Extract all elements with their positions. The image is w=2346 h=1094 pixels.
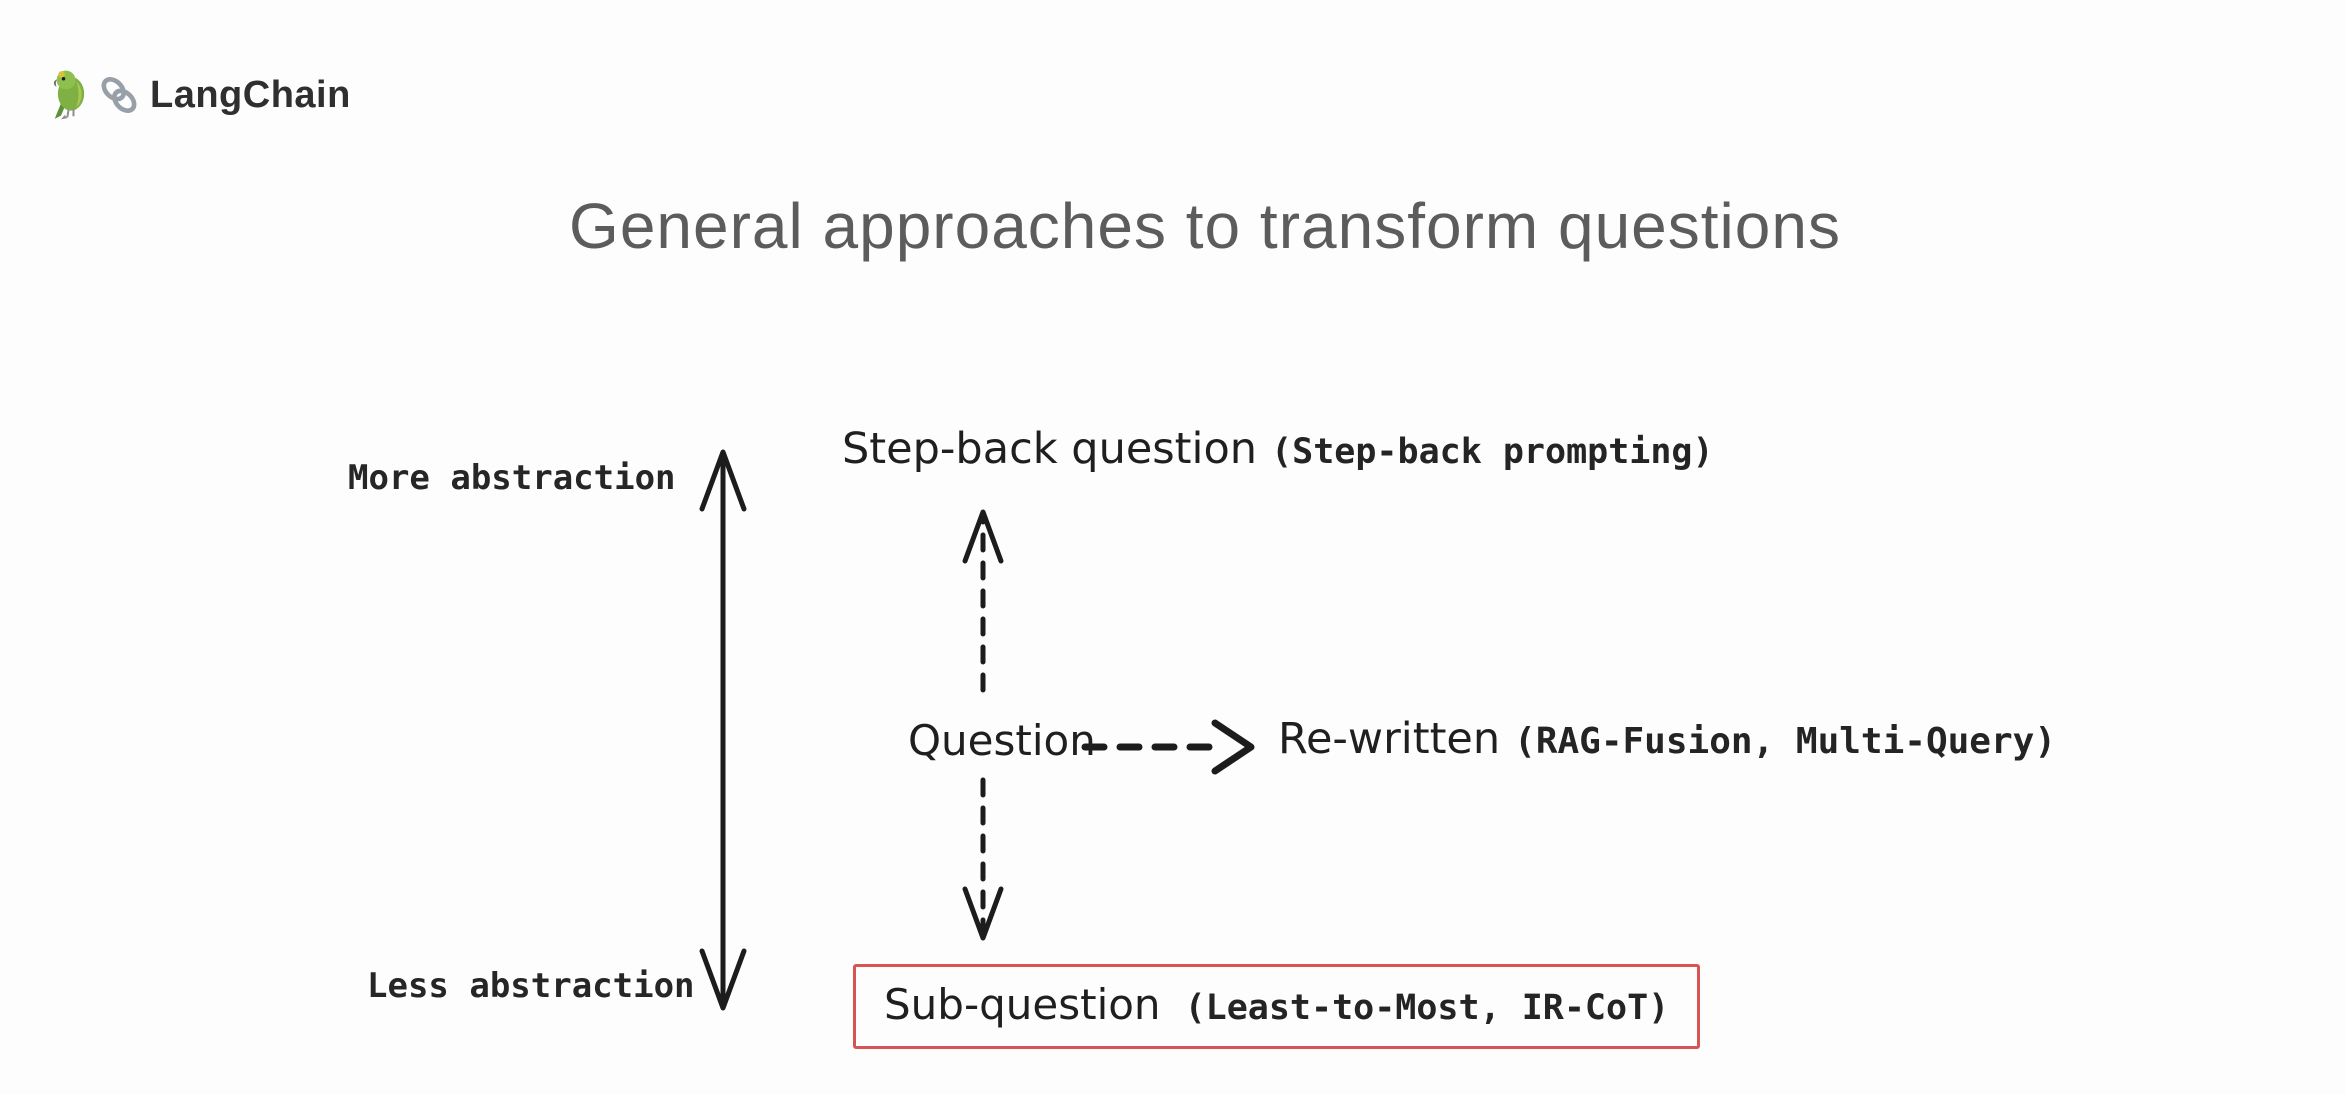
- rewritten-detail: (RAG-Fusion, Multi-Query): [1514, 721, 2056, 762]
- chain-link-icon: [101, 77, 137, 113]
- rewritten-node: Re-written (RAG-Fusion, Multi-Query): [1278, 714, 2056, 764]
- vertical-double-arrow-icon: [699, 449, 747, 1011]
- step-back-question-node: Step-back question (Step-back prompting): [842, 424, 1714, 474]
- step-back-prompting-detail: (Step-back prompting): [1271, 432, 1714, 472]
- page-title: General approaches to transform question…: [569, 189, 1841, 262]
- question-node: Question: [908, 716, 1096, 765]
- parrot-icon: [53, 70, 85, 120]
- step-back-question-label: Step-back question: [842, 424, 1258, 474]
- dashed-arrow-down-icon: [962, 777, 1004, 941]
- less-abstraction-label: Less abstraction: [367, 966, 695, 1006]
- brand-name: LangChain: [150, 73, 351, 116]
- rewritten-label: Re-written: [1278, 714, 1501, 764]
- question-label: Question: [908, 716, 1096, 765]
- more-abstraction-label: More abstraction: [348, 458, 676, 498]
- sub-question-label: Sub-question: [884, 980, 1161, 1029]
- sub-question-highlight-box: Sub-question (Least-to-Most, IR-CoT): [853, 964, 1701, 1049]
- dashed-arrow-up-icon: [962, 509, 1004, 693]
- sub-question-detail: (Least-to-Most, IR-CoT): [1184, 988, 1670, 1028]
- dashed-arrow-right-icon: [1081, 719, 1255, 775]
- langchain-logo: LangChain: [48, 70, 351, 120]
